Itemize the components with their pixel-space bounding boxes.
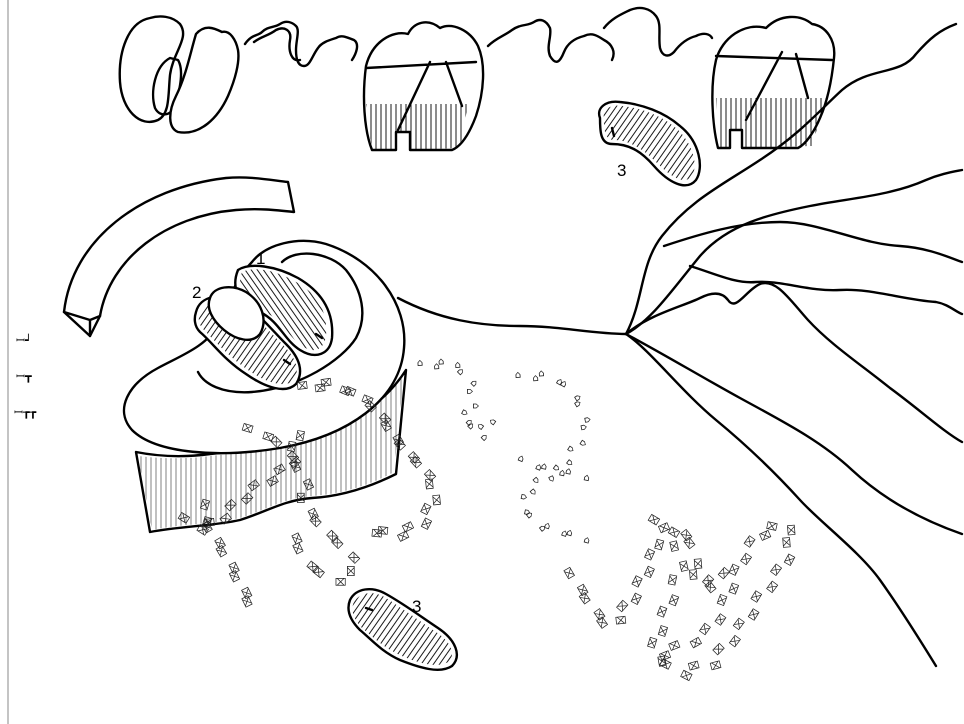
x-footprint-icon: ⌧ [630, 592, 645, 607]
x-footprint-icon: ⌧ [732, 617, 748, 633]
hoof-footprint-icon: ⌂ [564, 443, 577, 454]
hoof-footprint-icon: ⌂ [417, 358, 424, 369]
hoof-footprint-icon: ⌂ [518, 493, 530, 502]
top-connector-2b [604, 8, 712, 55]
hoof-footprint-icon: ⌂ [577, 438, 590, 449]
hoof-footprint-icon: ⌂ [486, 416, 499, 428]
x-footprint-icon: ⌧ [345, 551, 361, 567]
x-footprint-icon: ⌧ [417, 501, 432, 516]
hoof-footprint-icon: ⌂ [564, 466, 572, 478]
x-footprint-icon: ⌧ [286, 440, 299, 453]
x-footprint-icon: ⌧ [296, 381, 309, 393]
x-footprint-icon: ⌧ [687, 634, 702, 649]
top-foot-3-hatch [716, 98, 826, 148]
hoof-footprint-icon: ⌂ [458, 407, 471, 418]
legend-glyph-1: ꟷ┙ [16, 333, 32, 347]
left-legend: ꟷ┙ ꟷ┳ ꟷ┲┲ [14, 333, 37, 419]
hoof-footprint-icon: ⌂ [582, 534, 591, 546]
top-foot-2-hatch [366, 104, 468, 150]
branch-main-left [398, 298, 626, 334]
hoof-footprint-icon: ⌂ [478, 431, 490, 443]
top-foot-sequence: 3 [120, 8, 835, 185]
x-footprint-icon: ⌧ [644, 635, 658, 649]
x-footprint-icon: ⌧ [712, 642, 728, 658]
label-3-bottom: 3 [412, 597, 421, 616]
hoof-footprint-icon: ⌂ [470, 403, 481, 409]
x-footprint-icon: ⌧ [728, 634, 744, 650]
x-footprint-icon: ⌧ [750, 589, 765, 605]
hoof-footprint-icon: ⌂ [464, 388, 475, 394]
bottom-foot-print-3: 3 [348, 589, 456, 670]
legend-glyph-2: ꟷ┳ [16, 370, 32, 383]
hoof-footprint-icon: ⌂ [530, 474, 542, 486]
x-footprint-icon: ⌧ [320, 377, 333, 389]
legend-glyph-3: ꟷ┲┲ [14, 406, 37, 419]
hoof-footprint-icon: ⌂ [516, 453, 526, 466]
x-footprint-icon: ⌧ [418, 516, 433, 531]
label-1: 1 [256, 249, 265, 268]
x-footprint-icon: ⌧ [422, 478, 434, 491]
hoof-footprint-icon: ⌂ [474, 421, 487, 433]
x-footprint-icon: ⌧ [666, 540, 679, 554]
hoof-footprint-icon: ⌂ [546, 472, 557, 485]
x-footprint-icon: ⌧ [203, 518, 216, 530]
x-footprint-icon: ⌧ [654, 538, 668, 552]
hoof-footprint-icon: ⌂ [582, 472, 590, 484]
x-footprint-icon: ⌧ [615, 599, 631, 615]
x-footprint-icon: ⌧ [783, 553, 798, 568]
label-3-top: 3 [617, 161, 626, 180]
x-footprint-icon: ⌧ [655, 624, 669, 638]
x-footprint-icon: ⌧ [737, 550, 753, 566]
branch-4 [690, 266, 962, 314]
x-footprint-icon: ⌧ [765, 580, 781, 596]
platform: 1 2 [124, 241, 406, 532]
x-footprint-icon: ⌧ [665, 592, 679, 607]
x-footprint-icon: ⌧ [291, 530, 306, 545]
x-footprint-icon: ⌧ [295, 429, 308, 442]
x-footprint-icon: ⌧ [371, 526, 384, 538]
hoof-footprint-icon: ⌂ [540, 461, 548, 473]
x-footprint-icon: ⌧ [709, 660, 723, 674]
x-footprint-icon: ⌧ [335, 575, 347, 586]
x-footprint-icon: ⌧ [714, 592, 728, 607]
x-footprint-icon: ⌧ [747, 607, 762, 623]
x-footprint-icon: ⌧ [665, 573, 678, 586]
x-footprint-icon: ⌧ [294, 492, 305, 504]
hoof-footprint-icon: ⌂ [514, 370, 521, 381]
x-footprint-icon: ⌧ [560, 566, 575, 582]
hoof-footprint-icon: ⌂ [577, 423, 589, 431]
x-footprint-icon: ⌧ [615, 615, 628, 627]
branch-3 [664, 222, 962, 262]
branch-2 [626, 170, 962, 334]
x-footprint-icon: ⌧ [712, 611, 728, 627]
hoof-footprint-icon: ⌂ [538, 368, 545, 379]
hoof-footprint-icon: ⌂ [542, 520, 552, 532]
x-footprint-icon: ⌧ [782, 536, 794, 548]
x-footprint-icon: ⌧ [787, 524, 799, 536]
top-connector-1 [245, 22, 357, 66]
x-footprint-icon: ⌧ [725, 581, 739, 596]
top-connector-2 [488, 20, 614, 62]
branch-6 [626, 334, 962, 534]
x-footprint-icon: ⌧ [687, 660, 701, 674]
label-2: 2 [192, 283, 201, 302]
x-footprint-icon: ⌧ [741, 533, 757, 549]
x-footprint-icon: ⌧ [654, 604, 668, 619]
x-footprint-icon: ⌧ [643, 565, 658, 580]
hoof-footprint-icon: ⌂ [438, 356, 445, 367]
x-footprint-icon: ⌧ [769, 563, 785, 579]
x-footprint-icon: ⌧ [676, 560, 689, 574]
